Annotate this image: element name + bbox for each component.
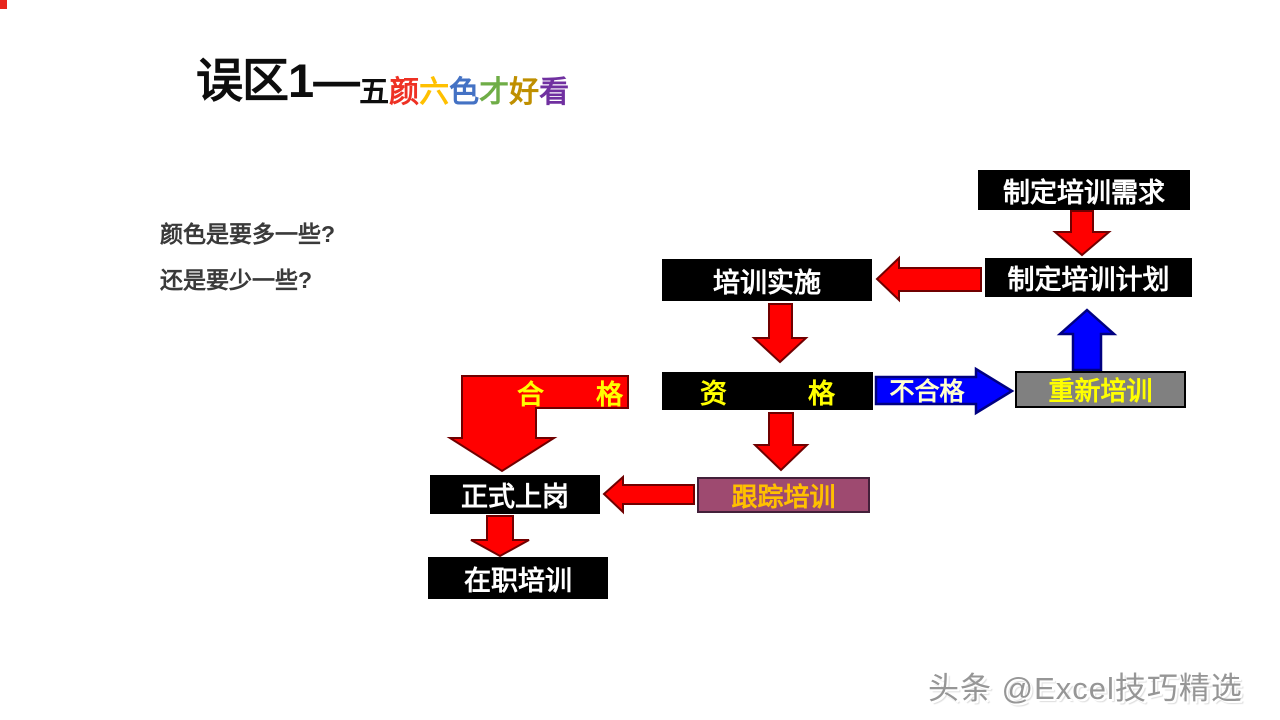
corner-artifact (0, 0, 7, 9)
intro-line-1: 颜色是要多一些? (160, 221, 336, 247)
label-pass-char-left: 合 (517, 380, 544, 410)
box-formal-post: 正式上岗 (430, 475, 600, 514)
subtitle-char: 五 (359, 75, 390, 109)
arrow-track-to-formal-icon (602, 474, 695, 515)
arrow-formal-to-onjob-icon (470, 515, 530, 558)
subtitle-char: 颜 (389, 75, 420, 109)
page-title: 误区1— (196, 54, 360, 107)
box-training-need: 制定培训需求 (978, 170, 1190, 210)
box-qualification-char-left: 资 (700, 378, 727, 409)
label-pass-char-right: 格 (596, 380, 623, 410)
arrow-plan-to-impl-icon (875, 255, 982, 303)
box-retrain: 重新培训 (1015, 371, 1186, 408)
arrow-qual-to-track-icon (752, 412, 810, 472)
title-row: 误区1— 五颜六色才好看 (196, 54, 569, 108)
watermark: 头条 @Excel技巧精选 (928, 671, 1243, 706)
arrow-need-to-plan-icon (1052, 210, 1112, 257)
label-pass: 合 格 (505, 377, 635, 410)
subtitle-char: 好 (509, 75, 540, 109)
subtitle-char: 看 (539, 75, 570, 109)
box-qualification: 资 格 (662, 372, 873, 410)
page-subtitle: 五颜六色才好看 (359, 77, 569, 109)
box-training-implementation: 培训实施 (662, 259, 872, 301)
box-qualification-char-right: 格 (808, 378, 835, 409)
arrow-impl-to-qual-icon (751, 303, 809, 364)
intro-text: 颜色是要多一些? 还是要少一些? (160, 220, 335, 312)
arrow-retrain-to-plan-icon (1056, 308, 1118, 372)
label-fail: 不合格 (889, 378, 965, 406)
subtitle-char: 色 (449, 75, 480, 109)
box-follow-up-training: 跟踪培训 (697, 477, 870, 513)
box-on-job-training: 在职培训 (428, 557, 608, 599)
box-training-plan: 制定培训计划 (985, 258, 1192, 297)
subtitle-char: 才 (479, 75, 510, 109)
subtitle-char: 六 (419, 75, 450, 109)
intro-line-2: 还是要少一些? (160, 267, 313, 293)
